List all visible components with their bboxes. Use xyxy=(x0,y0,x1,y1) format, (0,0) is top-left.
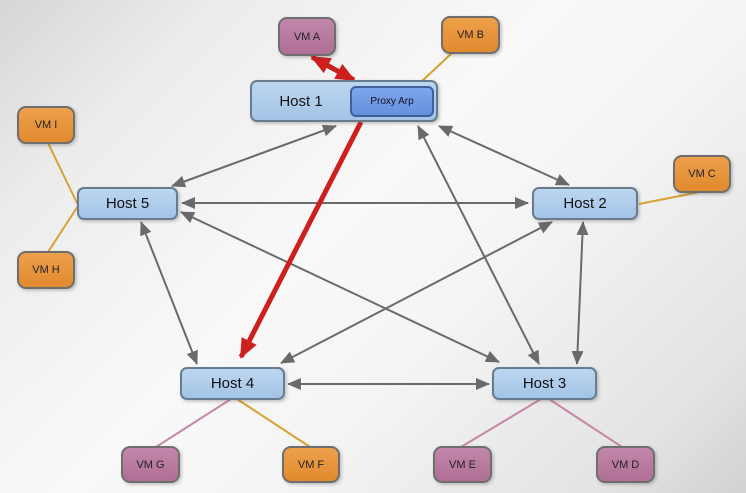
link-vmb-host1[interactable] xyxy=(420,52,453,83)
host-node-host1[interactable]: Host 1 Proxy Arp xyxy=(250,80,438,122)
vm-node-vmb[interactable]: VM B xyxy=(441,16,500,54)
link-vme-host3[interactable] xyxy=(460,398,542,448)
link-vmg-host4[interactable] xyxy=(155,398,232,448)
vm-node-vmh[interactable]: VM H xyxy=(17,251,75,289)
host-label: Host 2 xyxy=(563,195,607,212)
vm-label: VM I xyxy=(34,119,58,131)
red-arrow-vma-host1[interactable] xyxy=(310,54,356,83)
host-node-host5[interactable]: Host 5 xyxy=(77,187,178,220)
vm-label: VM G xyxy=(136,458,165,471)
link-vmc-host2[interactable] xyxy=(638,191,701,205)
link-host1-host3[interactable] xyxy=(417,125,540,365)
link-host5-host3[interactable] xyxy=(180,211,500,363)
link-vmh-host5[interactable] xyxy=(47,205,79,253)
link-host5-host1[interactable] xyxy=(171,124,337,188)
vm-label: VM H xyxy=(32,264,60,276)
vm-label: VM E xyxy=(449,458,476,471)
link-vmi-host5[interactable] xyxy=(47,142,79,206)
vm-label: VM B xyxy=(457,29,484,41)
host-node-host4[interactable]: Host 4 xyxy=(180,367,285,400)
host-label: Host 4 xyxy=(210,375,255,392)
link-host2-host4[interactable] xyxy=(280,221,553,364)
proxy-arp-label: Proxy Arp xyxy=(370,95,414,107)
vm-label: VM D xyxy=(611,458,640,471)
host-node-host3[interactable]: Host 3 xyxy=(492,367,597,400)
vm-label: VM A xyxy=(293,30,321,43)
vm-node-vma[interactable]: VM A xyxy=(278,17,336,56)
link-vmd-host3[interactable] xyxy=(548,398,623,448)
link-vmf-host4[interactable] xyxy=(236,398,311,448)
proxy-arp-badge[interactable]: Proxy Arp xyxy=(350,85,434,117)
vm-label: VM C xyxy=(688,168,716,180)
vm-node-vmd[interactable]: VM D xyxy=(596,446,655,483)
vm-node-vmg[interactable]: VM G xyxy=(121,446,180,483)
vm-node-vmc[interactable]: VM C xyxy=(673,155,731,193)
link-host2-host3[interactable] xyxy=(571,221,589,365)
link-host5-host4[interactable] xyxy=(140,221,198,365)
vm-node-vmf[interactable]: VM F xyxy=(282,446,340,483)
link-host1-host2[interactable] xyxy=(438,125,570,186)
red-arrow-proxyarp-host4[interactable] xyxy=(238,120,364,359)
vm-node-vmi[interactable]: VM I xyxy=(17,106,75,144)
host-label: Host 1 xyxy=(279,92,323,110)
host-label: Host 3 xyxy=(522,375,567,392)
vm-label: VM F xyxy=(297,458,325,471)
vm-node-vme[interactable]: VM E xyxy=(433,446,492,483)
host-label: Host 5 xyxy=(105,195,150,212)
host-node-host2[interactable]: Host 2 xyxy=(532,187,638,220)
